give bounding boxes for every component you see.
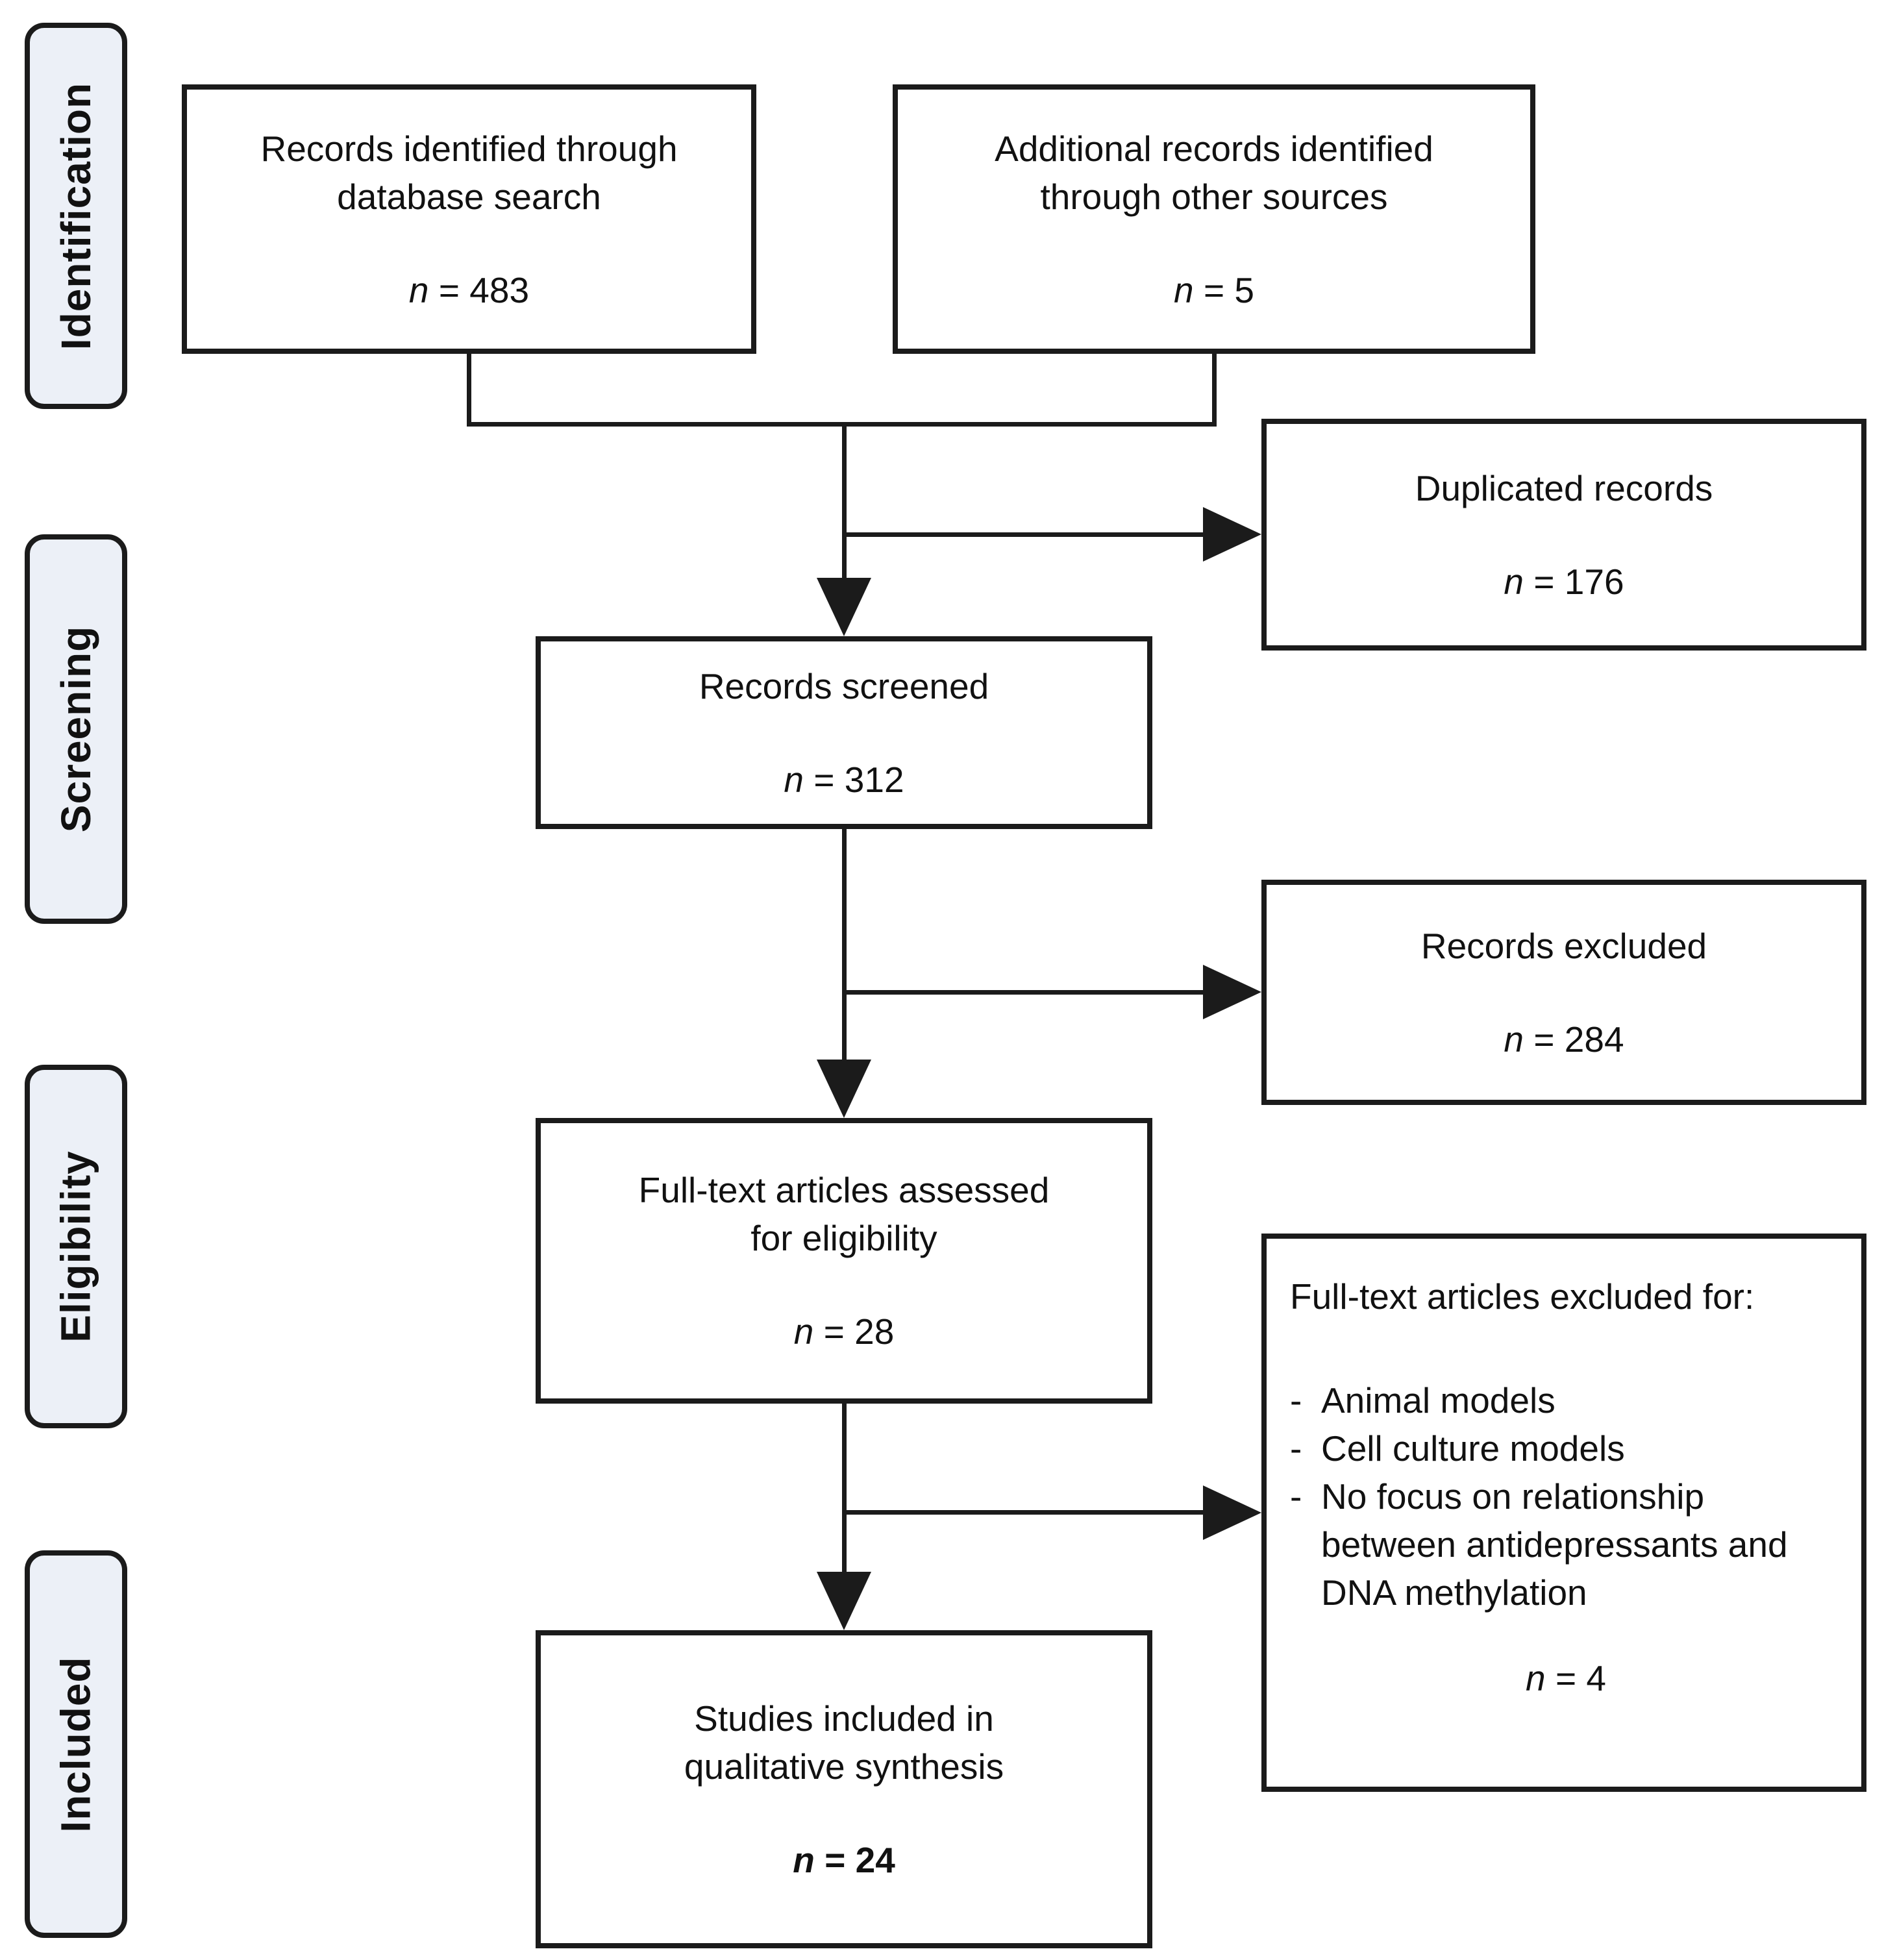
- box-count: n= 176: [1504, 558, 1624, 606]
- box-title-line: Records identified through: [260, 128, 678, 169]
- box-title-line: for eligibility: [750, 1218, 937, 1258]
- exclusion-reason-list: - Animal models - Cell culture models - …: [1290, 1376, 1842, 1617]
- n-symbol: n: [784, 759, 804, 800]
- stage-label-identification: Identification: [25, 23, 127, 409]
- n-symbol: n: [793, 1311, 814, 1352]
- box-count: n= 24: [793, 1836, 895, 1884]
- connector-trunk-to-fulltext: [842, 829, 847, 1063]
- box-count: n= 5: [1174, 266, 1254, 314]
- arrow-right-icon: [1203, 965, 1261, 1019]
- n-value: = 483: [438, 269, 530, 310]
- list-item-text: Cell culture models: [1321, 1428, 1625, 1469]
- box-records-excluded: Records excluded n= 284: [1261, 880, 1866, 1105]
- connector-from-additional: [1212, 354, 1217, 427]
- stage-label-screening: Screening: [25, 534, 127, 924]
- stage-label-text: Identification: [53, 82, 99, 350]
- box-records-screened: Records screened n= 312: [536, 636, 1152, 829]
- arrow-down-icon: [817, 1060, 871, 1118]
- arrow-right-icon: [1203, 1485, 1261, 1540]
- stage-label-included: Included: [25, 1550, 127, 1938]
- connector-to-fulltext-excluded: [844, 1510, 1209, 1515]
- arrow-down-icon: [817, 578, 871, 636]
- n-value: = 5: [1203, 269, 1254, 310]
- connector-merge-bar: [467, 422, 1217, 427]
- box-title-line: Additional records identified: [995, 128, 1433, 169]
- n-symbol: n: [793, 1840, 815, 1880]
- box-title-line: Records screened: [699, 665, 989, 706]
- box-count: n= 312: [784, 756, 904, 804]
- stage-label-eligibility: Eligibility: [25, 1065, 127, 1428]
- n-value: = 284: [1533, 1019, 1624, 1060]
- list-item: - Cell culture models: [1290, 1424, 1842, 1472]
- box-fulltext-assessed: Full-text articles assessed for eligibil…: [536, 1118, 1152, 1404]
- box-title-line: Duplicated records: [1415, 467, 1713, 508]
- n-symbol: n: [408, 269, 429, 310]
- box-duplicated-records: Duplicated records n= 176: [1261, 419, 1866, 651]
- arrow-right-icon: [1203, 507, 1261, 562]
- box-title-line: database search: [337, 176, 601, 217]
- stage-label-text: Eligibility: [53, 1150, 99, 1343]
- stage-label-text: Included: [53, 1656, 99, 1833]
- connector-from-identified: [467, 354, 471, 427]
- connector-to-records-excluded: [844, 990, 1209, 995]
- n-value: = 312: [813, 759, 904, 800]
- box-title-line: qualitative synthesis: [684, 1746, 1004, 1787]
- bullet-dash: -: [1290, 1428, 1302, 1469]
- box-title-line: Records excluded: [1420, 925, 1707, 966]
- connector-trunk-to-studies: [842, 1404, 847, 1575]
- list-item: - No focus on relationship between antid…: [1290, 1472, 1842, 1617]
- n-symbol: n: [1174, 269, 1194, 310]
- box-count: n= 4: [1526, 1658, 1606, 1698]
- stage-label-text: Screening: [53, 625, 99, 833]
- box-fulltext-excluded: Full-text articles excluded for: - Anima…: [1261, 1234, 1866, 1792]
- arrow-down-icon: [817, 1572, 871, 1630]
- list-item: - Animal models: [1290, 1376, 1842, 1424]
- box-title-line: Full-text articles excluded for:: [1290, 1276, 1755, 1317]
- list-item-text: No focus on relationship between antidep…: [1321, 1476, 1788, 1613]
- box-records-identified: Records identified through database sear…: [182, 84, 756, 354]
- bullet-dash: -: [1290, 1476, 1302, 1517]
- box-title-line: through other sources: [1040, 176, 1388, 217]
- box-count: n= 28: [794, 1308, 895, 1356]
- n-value: = 28: [823, 1311, 895, 1352]
- connector-to-duplicated: [844, 532, 1209, 537]
- connector-trunk-to-screened: [842, 422, 847, 581]
- n-symbol: n: [1526, 1658, 1546, 1698]
- box-additional-records: Additional records identified through ot…: [893, 84, 1535, 354]
- box-studies-included: Studies included in qualitative synthesi…: [536, 1630, 1152, 1948]
- n-symbol: n: [1504, 1019, 1524, 1060]
- box-count: n= 483: [409, 266, 529, 314]
- box-title-line: Full-text articles assessed: [638, 1170, 1050, 1210]
- n-value: = 4: [1555, 1658, 1606, 1698]
- n-value: = 24: [824, 1840, 895, 1880]
- n-symbol: n: [1504, 561, 1524, 602]
- box-count: n= 284: [1504, 1015, 1624, 1063]
- bullet-dash: -: [1290, 1380, 1302, 1420]
- n-value: = 176: [1533, 561, 1624, 602]
- box-title-line: Studies included in: [694, 1698, 994, 1739]
- box-count-wrap: n= 4: [1290, 1654, 1842, 1702]
- list-item-text: Animal models: [1321, 1380, 1556, 1420]
